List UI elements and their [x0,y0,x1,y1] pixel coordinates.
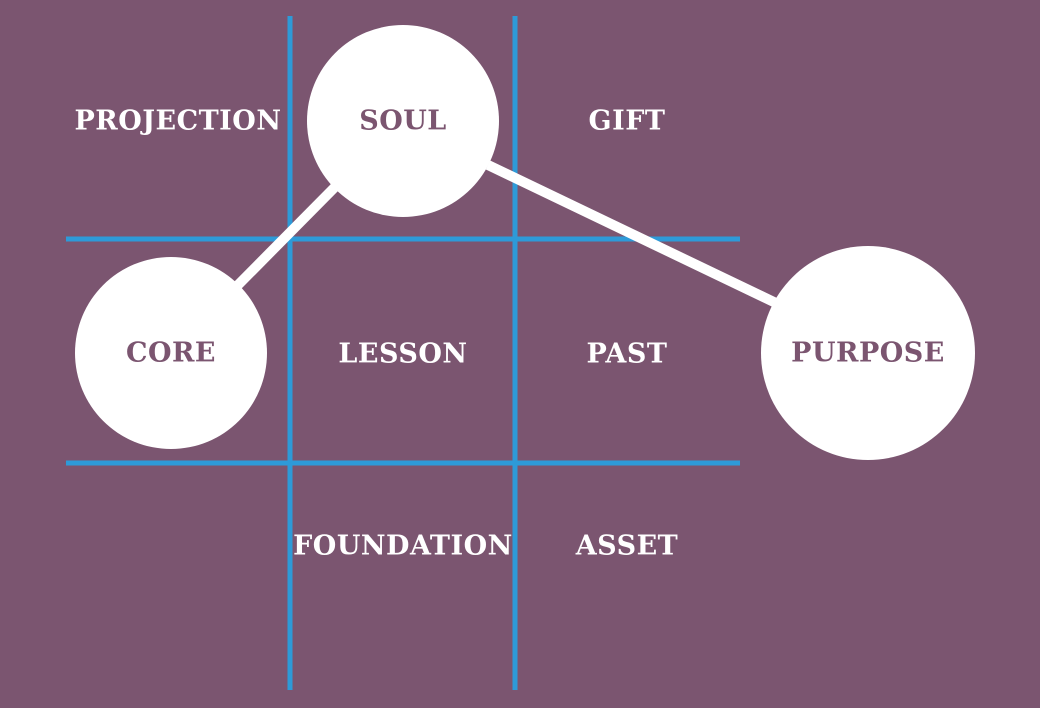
grid-cell-labels: PROJECTION GIFT LESSON PAST FOUNDATION A… [74,106,679,562]
cell-label-asset: ASSET [575,531,679,562]
node-core: CORE [75,257,267,449]
cell-label-projection: PROJECTION [74,106,281,137]
node-soul-circle [307,25,499,217]
node-core-label: CORE [126,338,216,369]
connector-soul-purpose [485,160,781,309]
grid-lines [66,16,740,690]
cell-label-lesson: LESSON [338,339,467,370]
node-soul-label: SOUL [359,106,447,137]
connector-soul-core [234,183,339,289]
cell-label-foundation: FOUNDATION [293,531,513,562]
cell-label-past: PAST [587,339,668,370]
node-purpose-label: PURPOSE [791,338,945,369]
node-core-circle [75,257,267,449]
node-purpose: PURPOSE [761,246,975,460]
cell-label-gift: GIFT [589,106,666,137]
connectors [234,160,781,309]
node-purpose-circle [761,246,975,460]
node-soul: SOUL [307,25,499,217]
